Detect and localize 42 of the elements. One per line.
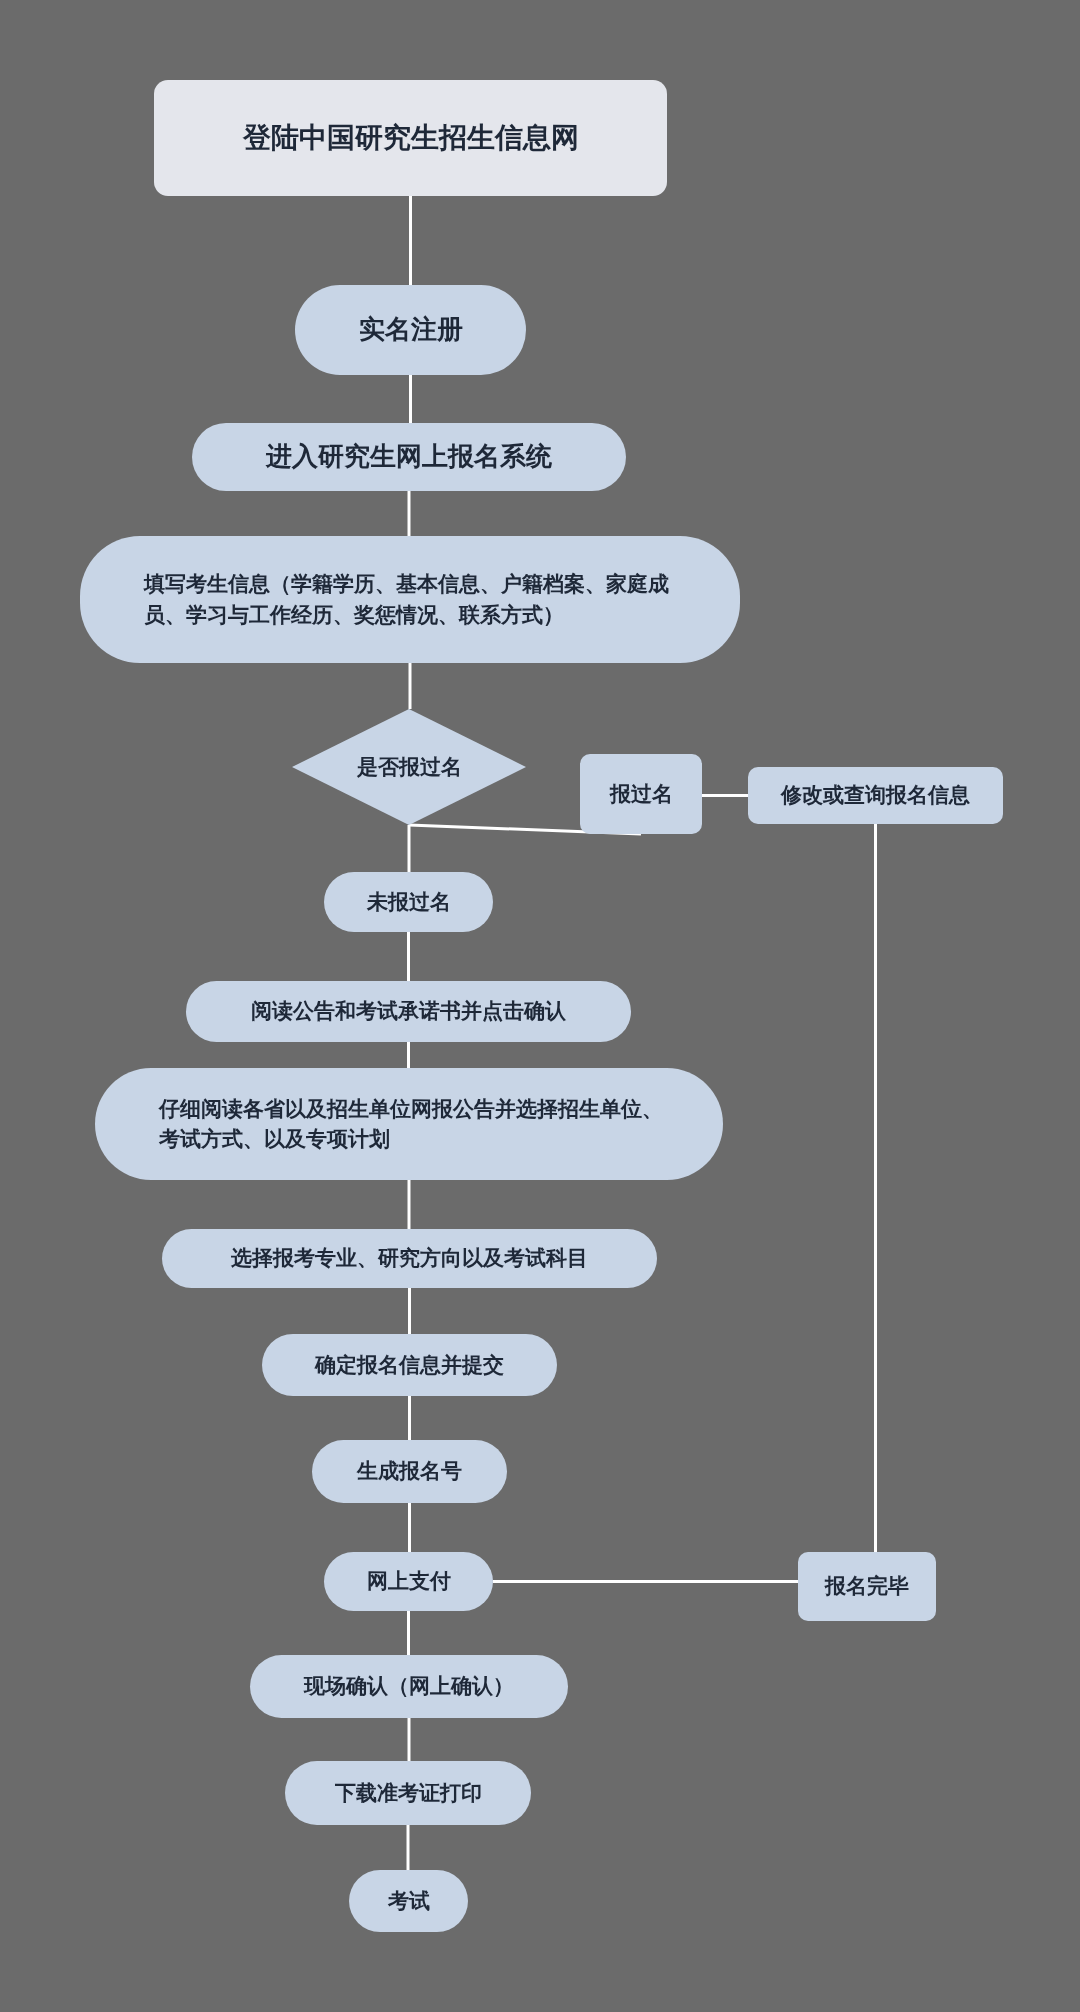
node-label: 确定报名信息并提交 [315,1351,504,1379]
node-label: 网上支付 [366,1568,451,1596]
connector-line [407,491,411,536]
node-label: 报名完毕 [825,1573,909,1601]
node-label: 实名注册 [358,313,463,347]
node-label: 选择报考专业、研究方向以及考试科目 [231,1245,588,1273]
node-label: 下载准考证打印 [334,1779,482,1807]
process-pill [186,981,631,1042]
node-label: 进入研究生网上报名系统 [266,440,552,474]
node-label: 修改或查询报名信息 [781,782,970,810]
connector-line [493,1580,798,1583]
node-label: 是否报过名 [356,753,462,781]
node-label: 生成报名号 [357,1458,462,1486]
connector-line [407,1611,410,1655]
node-label: 阅读公告和考试承诺书并点击确认 [251,998,566,1026]
connector-line [407,1042,410,1068]
connector-line [408,1396,411,1440]
node-label: 现场确认（网上确认） [304,1673,514,1701]
title-box [154,80,667,196]
connector-line [409,375,412,423]
process-box [580,754,702,834]
connector-line [408,1288,411,1334]
connector-line [407,825,411,872]
connector-line [407,1180,411,1229]
node-label: 登陆中国研究生招生信息网 [242,119,579,156]
connector-line [874,824,877,1552]
process-box [798,1552,936,1621]
connector-line [407,932,410,981]
connector-line [407,1718,411,1761]
connector-line [406,1825,410,1870]
process-box [748,767,1003,824]
connector-line [408,663,412,709]
node-label: 未报过名 [366,888,451,916]
process-pill [324,872,493,932]
connector-line [702,794,748,797]
node-label: 仔细阅读各省以及招生单位网报公告并选择招生单位、考试方式、以及专项计划 [159,1095,664,1153]
node-label: 考试 [387,1887,430,1915]
connector-line [408,1503,411,1552]
node-label: 报过名 [609,780,673,808]
decision-diamond [292,709,526,825]
connector-line [409,196,412,285]
node-label: 填写考生信息（学籍学历、基本信息、户籍档案、家庭成员、学习与工作经历、奖惩情况、联系方式） [144,571,670,629]
